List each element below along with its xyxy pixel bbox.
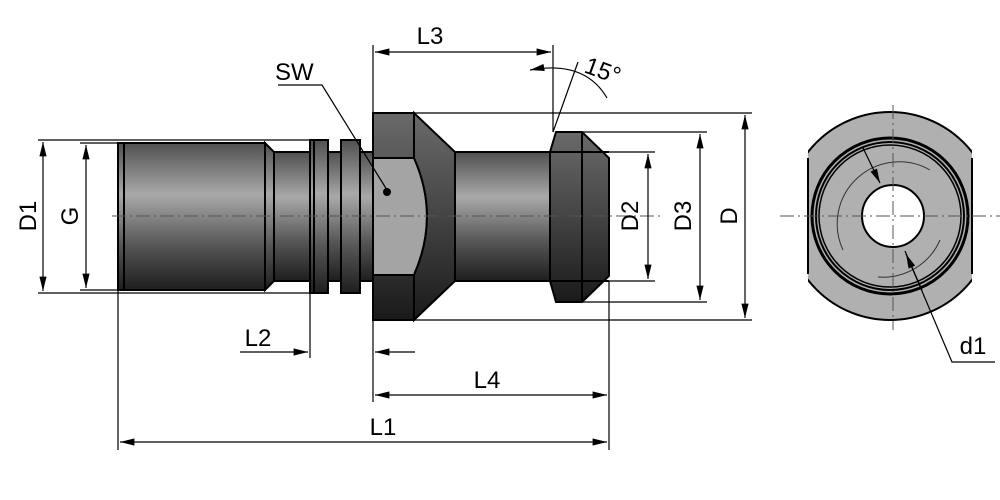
label-angle: 15°	[581, 52, 624, 90]
label-D1: D1	[15, 201, 42, 232]
extension-lines	[38, 45, 752, 450]
label-D: D	[716, 207, 743, 224]
label-D2: D2	[617, 201, 644, 232]
label-G: G	[57, 207, 84, 226]
pull-stud-end-view	[780, 105, 1000, 363]
label-L1: L1	[370, 414, 397, 441]
dimension-lines	[39, 48, 749, 446]
pull-stud-side-view	[112, 110, 660, 323]
sw-leader	[278, 84, 388, 191]
angle-arc	[529, 63, 608, 99]
label-D3: D3	[670, 201, 697, 232]
label-L3: L3	[417, 23, 444, 50]
label-d1: d1	[960, 333, 987, 360]
angle-line	[552, 61, 579, 133]
sw-leader-dot	[383, 188, 391, 196]
label-L4: L4	[474, 367, 501, 394]
label-L2: L2	[245, 325, 272, 352]
head	[549, 131, 610, 303]
label-SW: SW	[275, 59, 314, 86]
